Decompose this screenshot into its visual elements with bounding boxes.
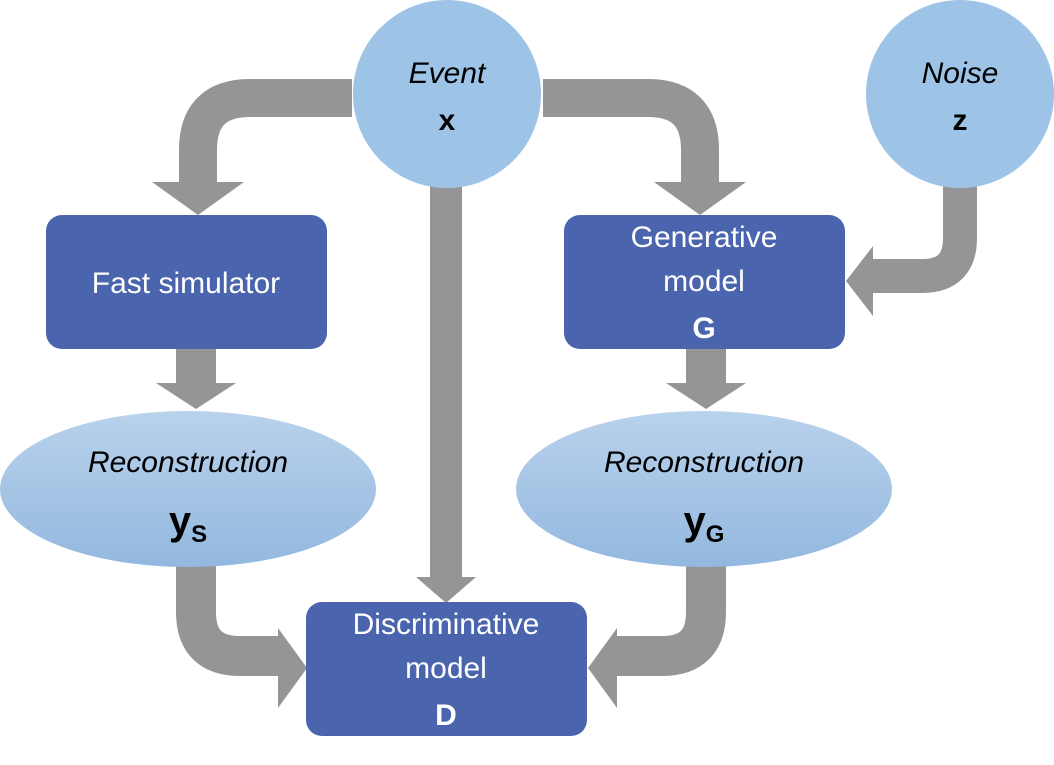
- arrow-generative-model-to-reconstruction: [666, 348, 746, 409]
- discriminative-model-symbol: D: [435, 699, 457, 732]
- reconstruction-s-symbol: y: [169, 499, 192, 543]
- noise-label: Noise: [922, 57, 999, 90]
- generative-model-line2: model: [663, 265, 745, 298]
- discriminative-model-line1: Discriminative: [353, 608, 540, 641]
- fast-simulator-box: Fast simulator: [46, 215, 327, 349]
- reconstruction-s-symbol-group: yS: [169, 499, 207, 548]
- noise-node: Noise z: [866, 0, 1054, 188]
- discriminative-model-box: Discriminative model D: [306, 602, 587, 736]
- arrow-event-to-fast-simulator: [152, 79, 352, 215]
- reconstruction-s-node: Reconstruction yS: [0, 411, 376, 567]
- arrow-event-to-generative-model: [543, 79, 746, 215]
- event-label: Event: [409, 57, 487, 90]
- arrow-reconstruction-g-to-discriminative-model: [588, 566, 726, 708]
- event-symbol: x: [439, 104, 456, 137]
- reconstruction-g-subscript: G: [706, 521, 725, 548]
- arrow-noise-to-generative-model: [846, 186, 977, 316]
- reconstruction-g-label: Reconstruction: [604, 446, 804, 479]
- reconstruction-g-node: Reconstruction yG: [516, 411, 892, 567]
- reconstruction-g-symbol: y: [684, 499, 707, 543]
- arrow-reconstruction-s-to-discriminative-model: [176, 566, 307, 708]
- reconstruction-g-symbol-group: yG: [684, 499, 725, 548]
- generative-model-box: Generative model G: [564, 215, 845, 349]
- noise-symbol: z: [953, 104, 968, 137]
- generative-model-line1: Generative: [631, 221, 778, 254]
- reconstruction-s-label: Reconstruction: [88, 446, 288, 479]
- discriminative-model-line2: model: [405, 652, 487, 685]
- fast-simulator-label: Fast simulator: [92, 267, 280, 300]
- reconstruction-s-subscript: S: [191, 521, 207, 548]
- arrow-fast-simulator-to-reconstruction: [156, 348, 236, 409]
- arrow-event-to-discriminative-model: [416, 186, 476, 603]
- generative-model-symbol: G: [692, 312, 715, 345]
- event-node: Event x: [353, 0, 541, 188]
